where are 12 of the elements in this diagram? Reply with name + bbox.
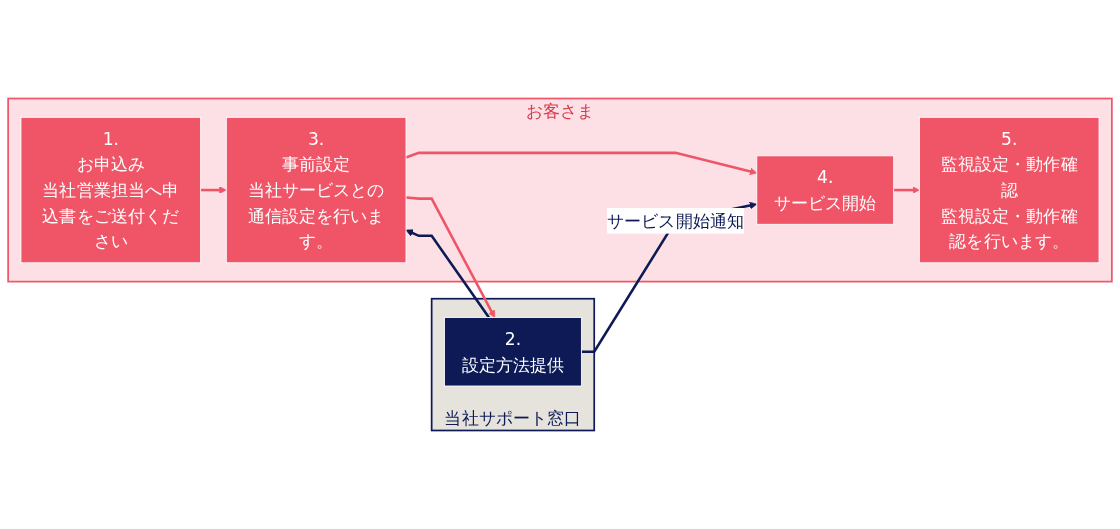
node-box: 1. お申込み 当社営業担当へ申込書をご送付ください — [20, 116, 202, 264]
edge-label: サービス開始通知 — [607, 210, 744, 232]
arrow — [581, 201, 758, 354]
arrow — [405, 151, 758, 176]
arrow — [200, 186, 227, 194]
node-box: 5. 監視設定・動作確認 監視設定・動作確認を行います。 — [918, 116, 1100, 264]
node-box: 2. 設定方法提供 — [444, 317, 582, 387]
arrow — [893, 186, 920, 194]
arrow — [405, 196, 496, 318]
node-box: 3. 事前設定 当社サービスとの通信設定を行います。 — [225, 116, 407, 264]
node-box: 4. サービス開始 — [756, 155, 895, 225]
arrow — [405, 229, 490, 319]
